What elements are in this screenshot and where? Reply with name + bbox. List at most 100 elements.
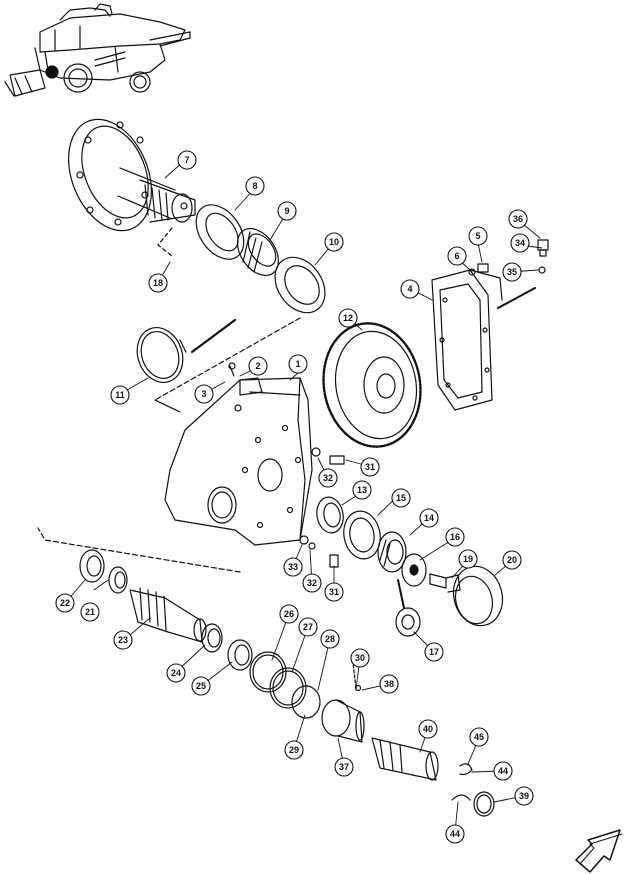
callout-20: 20: [502, 550, 522, 570]
callout-15: 15: [391, 488, 411, 508]
callout-circle: [510, 233, 530, 253]
callout-circle: [248, 356, 268, 376]
callout-21: 21: [80, 602, 100, 622]
callout-circle: [418, 719, 438, 739]
callout-number: 45: [474, 732, 484, 742]
callout-circle: [279, 604, 299, 624]
callout-number: 32: [307, 578, 317, 588]
cover-plate-part-4: [431, 269, 503, 411]
callout-2: 2: [248, 356, 268, 376]
callout-number: 26: [284, 609, 294, 619]
callout-circle: [324, 232, 344, 252]
callout-circle: [318, 468, 338, 488]
callout-number: 1: [295, 359, 300, 369]
callout-number: 29: [289, 745, 299, 755]
callout-circle: [277, 201, 297, 221]
callout-circle: [419, 508, 439, 528]
callout-number: 39: [519, 791, 529, 801]
callout-40: 40: [418, 719, 438, 739]
callout-31: 31: [324, 582, 344, 602]
callout-circle: [191, 676, 211, 696]
bearing-cone-part-14: [377, 531, 407, 573]
callout-number: 40: [423, 724, 433, 734]
callout-36: 36: [508, 209, 528, 229]
callout-circle: [113, 630, 133, 650]
callout-circle: [302, 573, 322, 593]
spacer-part-37: [321, 699, 365, 743]
callout-number: 22: [60, 598, 70, 608]
callout-circle: [194, 384, 214, 404]
bearing-cone-part-21: [108, 566, 128, 594]
callout-number: 31: [365, 462, 375, 472]
callout-44: 44: [445, 824, 465, 844]
callout-34: 34: [510, 233, 530, 253]
callout-number: 15: [396, 493, 406, 503]
callout-14: 14: [419, 508, 439, 528]
callout-39: 39: [514, 786, 534, 806]
breather-fittings: [468, 239, 549, 276]
callout-number: 7: [184, 155, 189, 165]
callout-number: 12: [343, 313, 353, 323]
callout-number: 3: [201, 389, 206, 399]
bearing-cone-part-24: [201, 623, 223, 653]
callout-number: 20: [507, 555, 517, 565]
callout-circle: [350, 648, 370, 668]
callout-38: 38: [379, 674, 399, 694]
retaining-clips: [451, 763, 495, 817]
callout-number: 17: [429, 647, 439, 657]
callout-number: 2: [255, 361, 260, 371]
callout-3: 3: [194, 384, 214, 404]
callout-number: 36: [513, 214, 523, 224]
callout-circle: [334, 757, 354, 777]
callout-31: 31: [360, 457, 380, 477]
callout-5: 5: [468, 226, 488, 246]
hub-flange-part-7: [68, 118, 196, 232]
callout-11: 11: [110, 385, 130, 405]
callout-number: 13: [357, 485, 367, 495]
alignment-line: [157, 227, 173, 257]
callout-33: 33: [283, 557, 303, 577]
callout-29: 29: [284, 740, 304, 760]
callout-4: 4: [400, 279, 420, 299]
callout-number: 5: [475, 231, 480, 241]
callout-number: 32: [323, 473, 333, 483]
callout-number: 37: [339, 762, 349, 772]
callout-number: 33: [288, 562, 298, 572]
snap-rings-26-29: [249, 651, 321, 719]
callout-45: 45: [469, 727, 489, 747]
location-marker-icon: [45, 65, 59, 79]
callout-30: 30: [350, 648, 370, 668]
callout-32: 32: [302, 573, 322, 593]
bearing-cup-part-22: [79, 549, 105, 583]
callout-number: 31: [329, 587, 339, 597]
callout-circle: [284, 740, 304, 760]
callout-25: 25: [191, 676, 211, 696]
callout-circle: [148, 273, 168, 293]
callout-circle: [379, 674, 399, 694]
callout-circle: [493, 761, 513, 781]
callout-number: 44: [450, 829, 460, 839]
bearing-cup-part-15: [343, 510, 381, 560]
callout-37: 37: [334, 757, 354, 777]
callout-number: 30: [355, 653, 365, 663]
callout-circle: [245, 176, 265, 196]
seal-part-13: [316, 496, 344, 534]
callout-circle: [283, 557, 303, 577]
callout-22: 22: [55, 593, 75, 613]
callout-circle: [110, 385, 130, 405]
callout-circle: [469, 727, 489, 747]
callout-number: 16: [450, 532, 460, 542]
callout-28: 28: [320, 629, 340, 649]
callout-circle: [458, 549, 478, 569]
callout-number: 24: [171, 668, 181, 678]
callout-circle: [447, 246, 467, 266]
callout-number: 35: [507, 267, 517, 277]
callout-circle: [514, 786, 534, 806]
callout-number: 28: [325, 634, 335, 644]
bearing-cup-part-25: [227, 639, 253, 671]
bolt-washer-parts: [299, 447, 345, 568]
callout-circle: [55, 593, 75, 613]
callout-23: 23: [113, 630, 133, 650]
